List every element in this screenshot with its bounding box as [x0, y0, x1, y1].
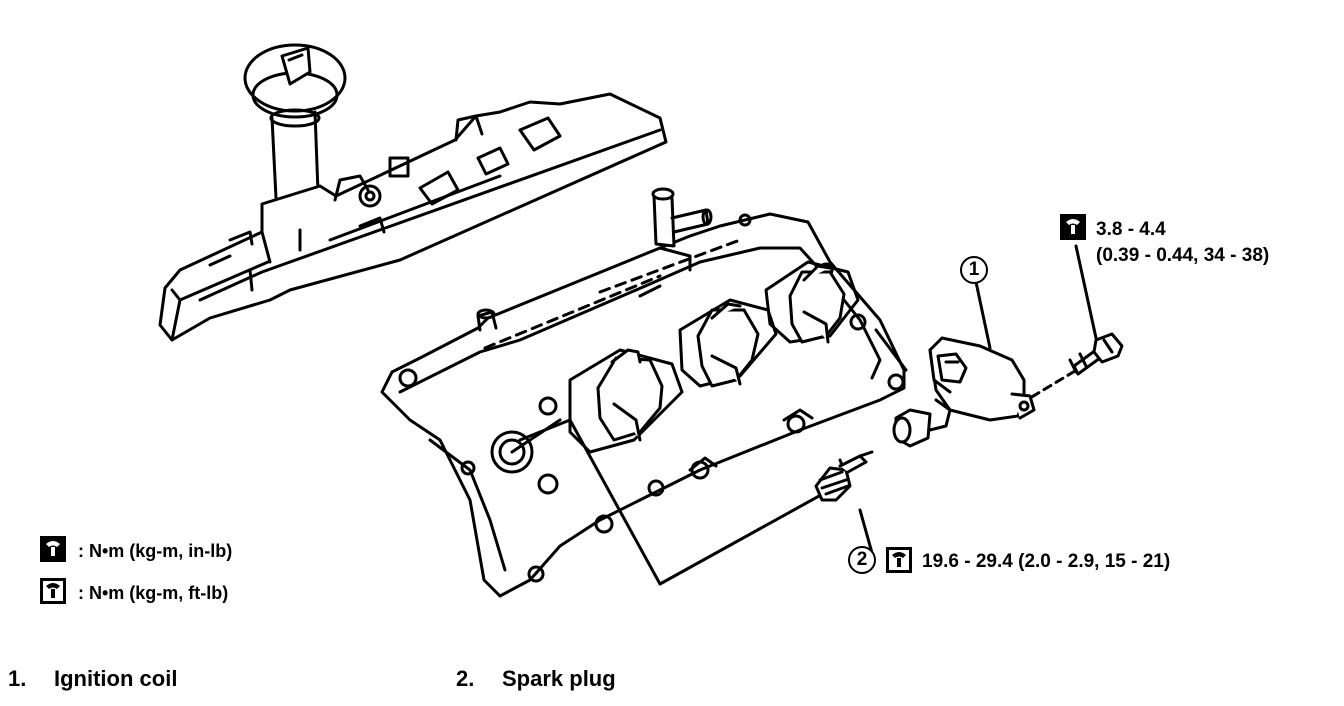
part-2-number: 2. [456, 666, 475, 691]
engine-cover [158, 43, 668, 342]
callout-part-1: 1 [960, 256, 988, 284]
coil-bolt-torque-line1: 3.8 - 4.4 [1096, 219, 1166, 240]
rocker-cover [380, 187, 908, 598]
legend-in-lb-icon [40, 536, 66, 562]
spark-plug-torque: 19.6 - 29.4 (2.0 - 2.9, 15 - 21) [922, 551, 1171, 572]
part-2-name: Spark plug [502, 666, 616, 691]
ignition-coil-drawing [892, 336, 1036, 448]
part-1-name: Ignition coil [54, 666, 178, 691]
spark-plug [814, 450, 874, 502]
part-1-number: 1. [8, 666, 27, 691]
callout-part-2: 2 [848, 546, 876, 574]
torque-wrench-outline-icon [886, 547, 912, 573]
coil-bolt-torque-line2: (0.39 - 0.44, 34 - 38) [1096, 245, 1270, 266]
legend-ft-lb-text: : N•m (kg-m, ft-lb) [78, 583, 229, 603]
torque-wrench-filled-icon [1060, 214, 1086, 240]
coil-bolt [1068, 332, 1124, 376]
legend-in-lb-text: : N•m (kg-m, in-lb) [78, 541, 233, 561]
legend-ft-lb-icon [40, 578, 66, 604]
